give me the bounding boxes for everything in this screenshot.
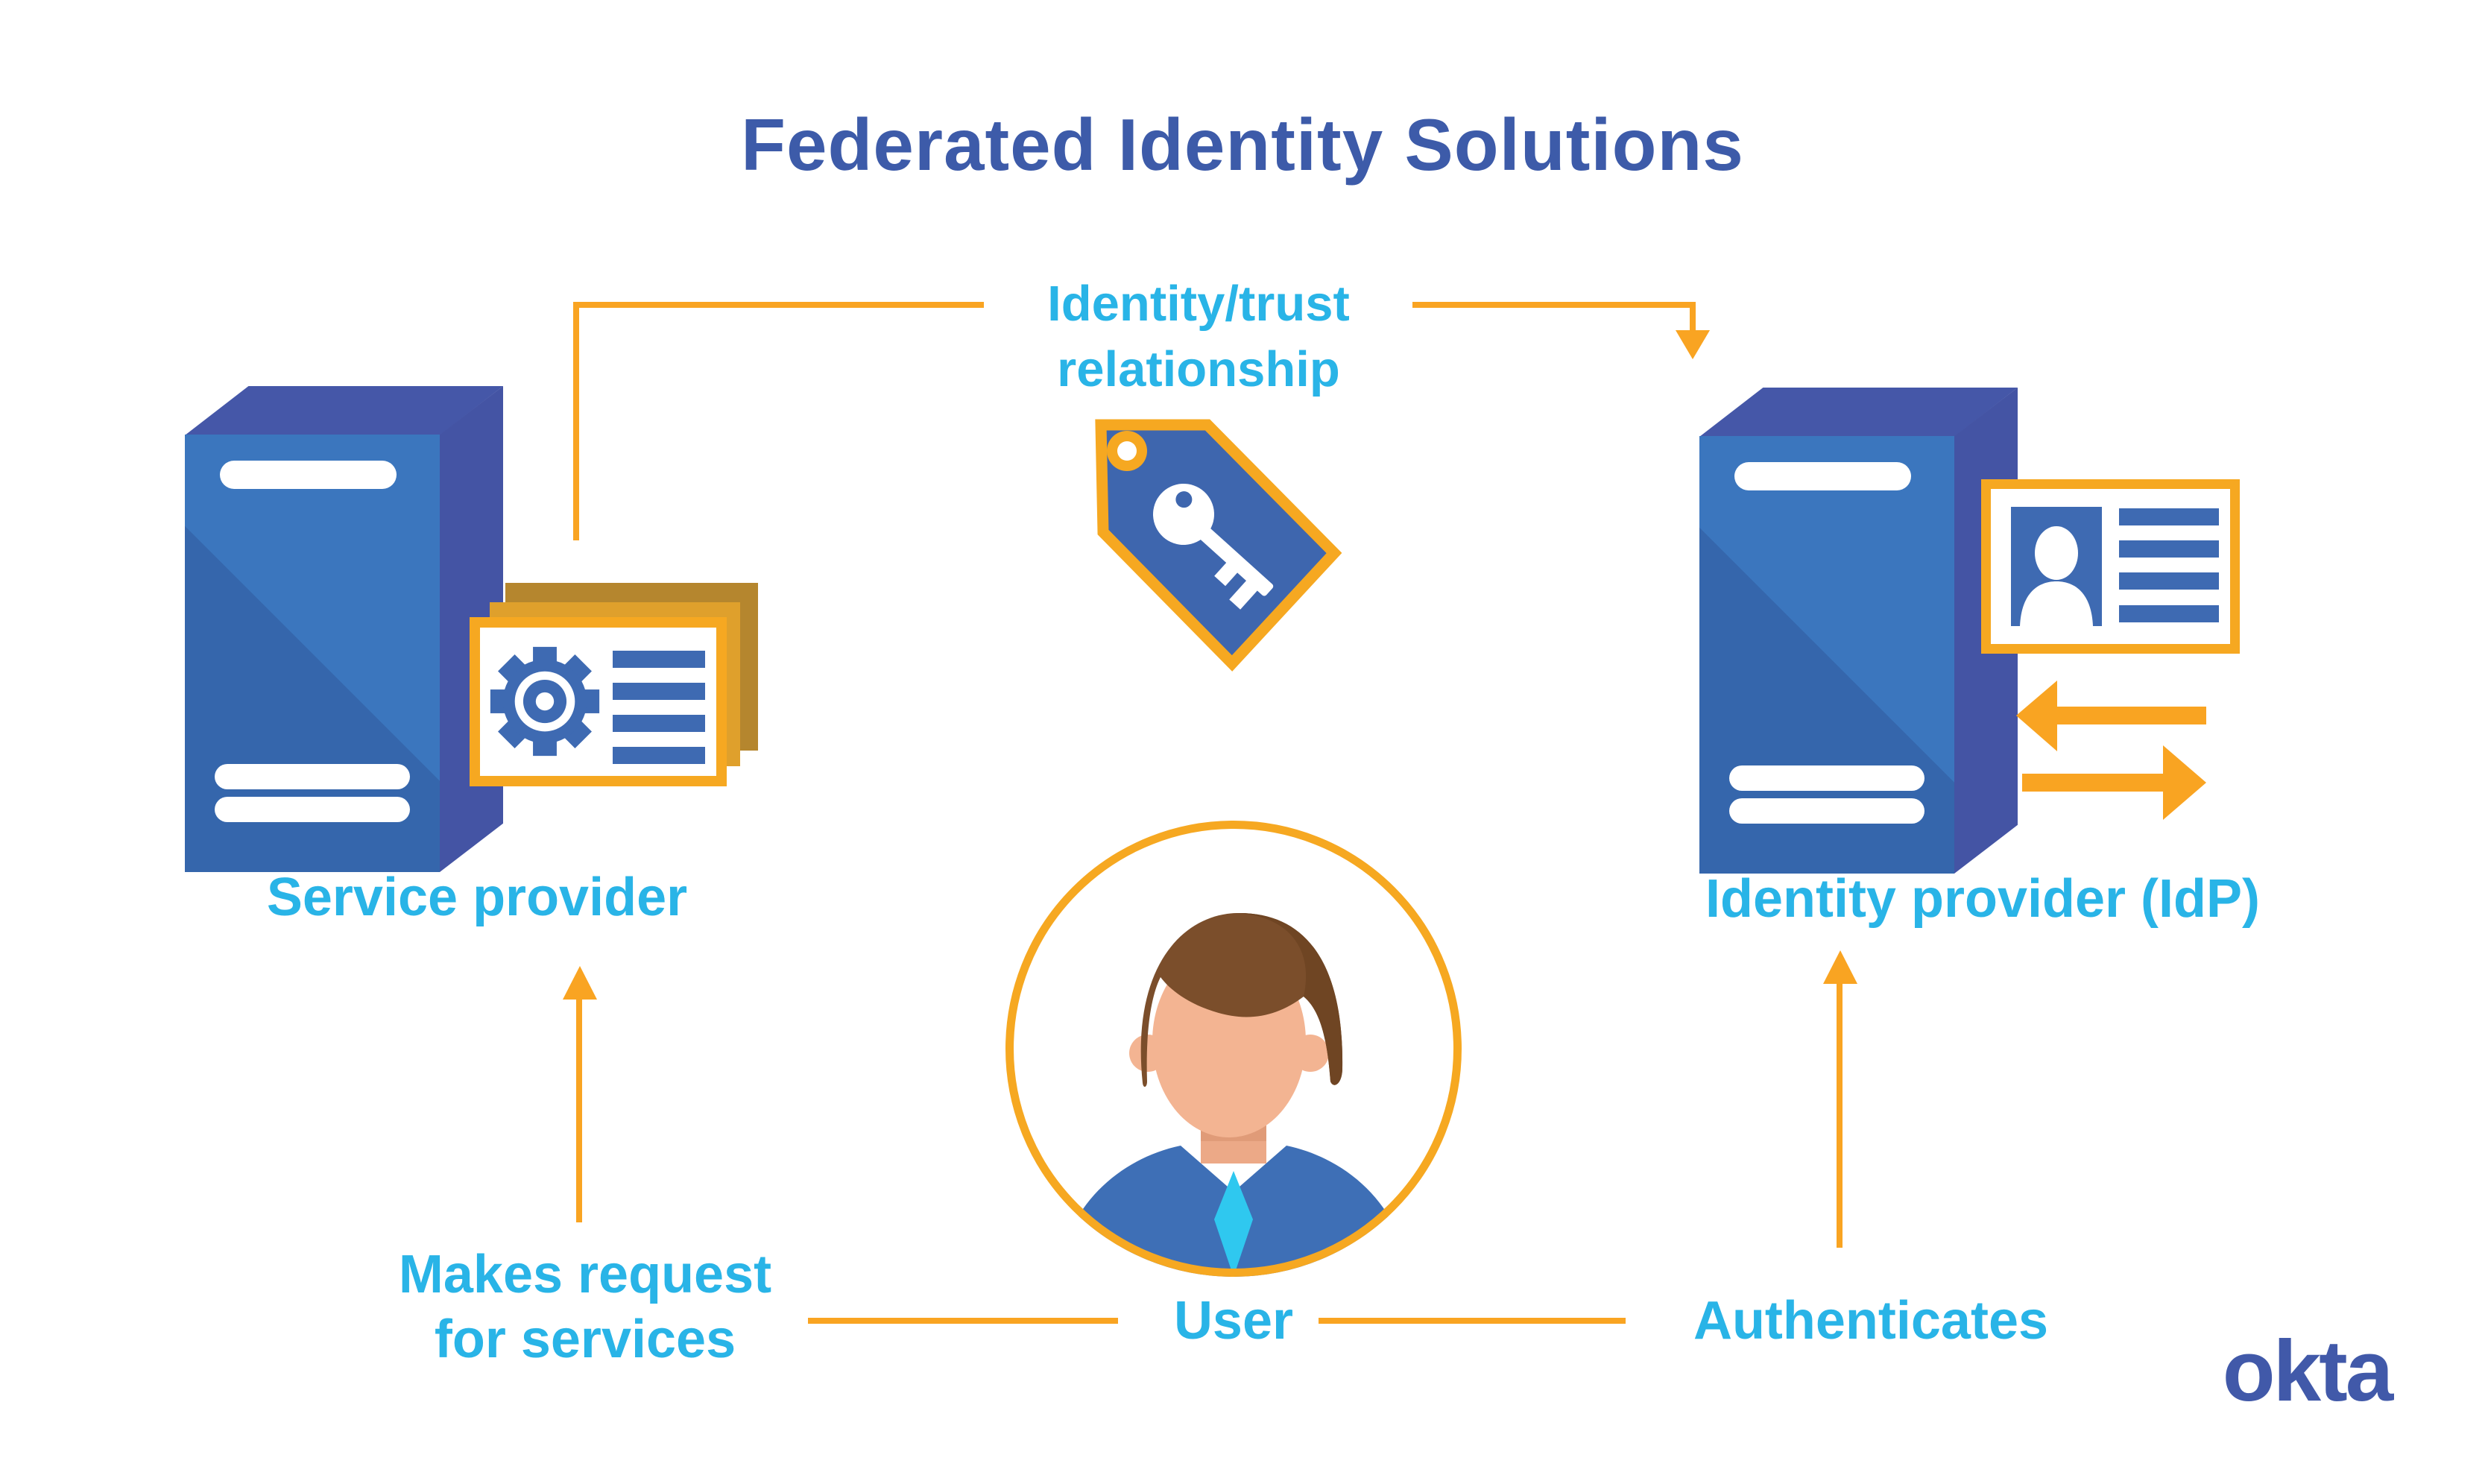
request-user-connector xyxy=(808,1318,1118,1324)
trust-connector-left-horizontal xyxy=(573,302,984,308)
server-slot xyxy=(1734,462,1911,490)
service-cards-icon xyxy=(470,583,764,792)
user-avatar-ring xyxy=(1005,821,1462,1277)
server-slot xyxy=(215,764,410,789)
card-front xyxy=(470,617,727,786)
user-label: User xyxy=(1173,1291,1294,1351)
request-arrowhead-up-icon xyxy=(563,966,597,1000)
card-text-line xyxy=(613,651,705,668)
service-provider-label: Service provider xyxy=(266,868,688,927)
gear-icon xyxy=(490,646,600,757)
authenticate-arrowhead-up-icon xyxy=(1823,950,1857,984)
trust-relationship-label-line2: relationship xyxy=(1057,341,1340,397)
card-text-line xyxy=(2119,572,2219,590)
card-text-line xyxy=(2119,508,2219,525)
card-text-line xyxy=(2119,540,2219,558)
authenticates-label: Authenticates xyxy=(1693,1291,2049,1351)
user-authenticates-connector xyxy=(1319,1318,1626,1324)
person-silhouette-icon xyxy=(2020,526,2093,626)
trust-relationship-label-line1: Identity/trust xyxy=(1047,276,1350,332)
trust-connector-arrowhead-down-icon xyxy=(1676,330,1710,359)
card-text-line xyxy=(613,683,705,700)
page-title: Federated Identity Solutions xyxy=(741,104,1744,186)
request-label-line1: Makes request xyxy=(398,1245,772,1304)
trust-connector-left-vertical xyxy=(573,302,579,540)
server-slot xyxy=(1729,798,1924,824)
server-slot xyxy=(1729,765,1924,791)
id-photo xyxy=(2011,507,2102,626)
exchange-arrows-icon xyxy=(2016,681,2206,820)
card-text-line xyxy=(613,715,705,732)
key-icon xyxy=(1153,484,1274,610)
trust-connector-right-horizontal xyxy=(1412,302,1696,308)
id-card-icon xyxy=(1981,479,2240,654)
request-label-line2: for services xyxy=(434,1310,736,1369)
trust-connector-right-vertical xyxy=(1690,302,1696,332)
request-arrow-line xyxy=(576,998,582,1222)
authenticate-arrow-line xyxy=(1837,982,1843,1248)
card-text-line xyxy=(613,747,705,764)
key-tag-icon xyxy=(1095,419,1342,672)
identity-provider-label: Identity provider (IdP) xyxy=(1705,869,2261,929)
okta-logo: okta xyxy=(2222,1322,2394,1419)
server-slot xyxy=(215,797,410,822)
identity-provider-server-icon xyxy=(1699,388,2018,874)
card-text-line xyxy=(2119,605,2219,622)
service-provider-server-icon xyxy=(185,386,503,872)
server-slot xyxy=(220,461,397,489)
